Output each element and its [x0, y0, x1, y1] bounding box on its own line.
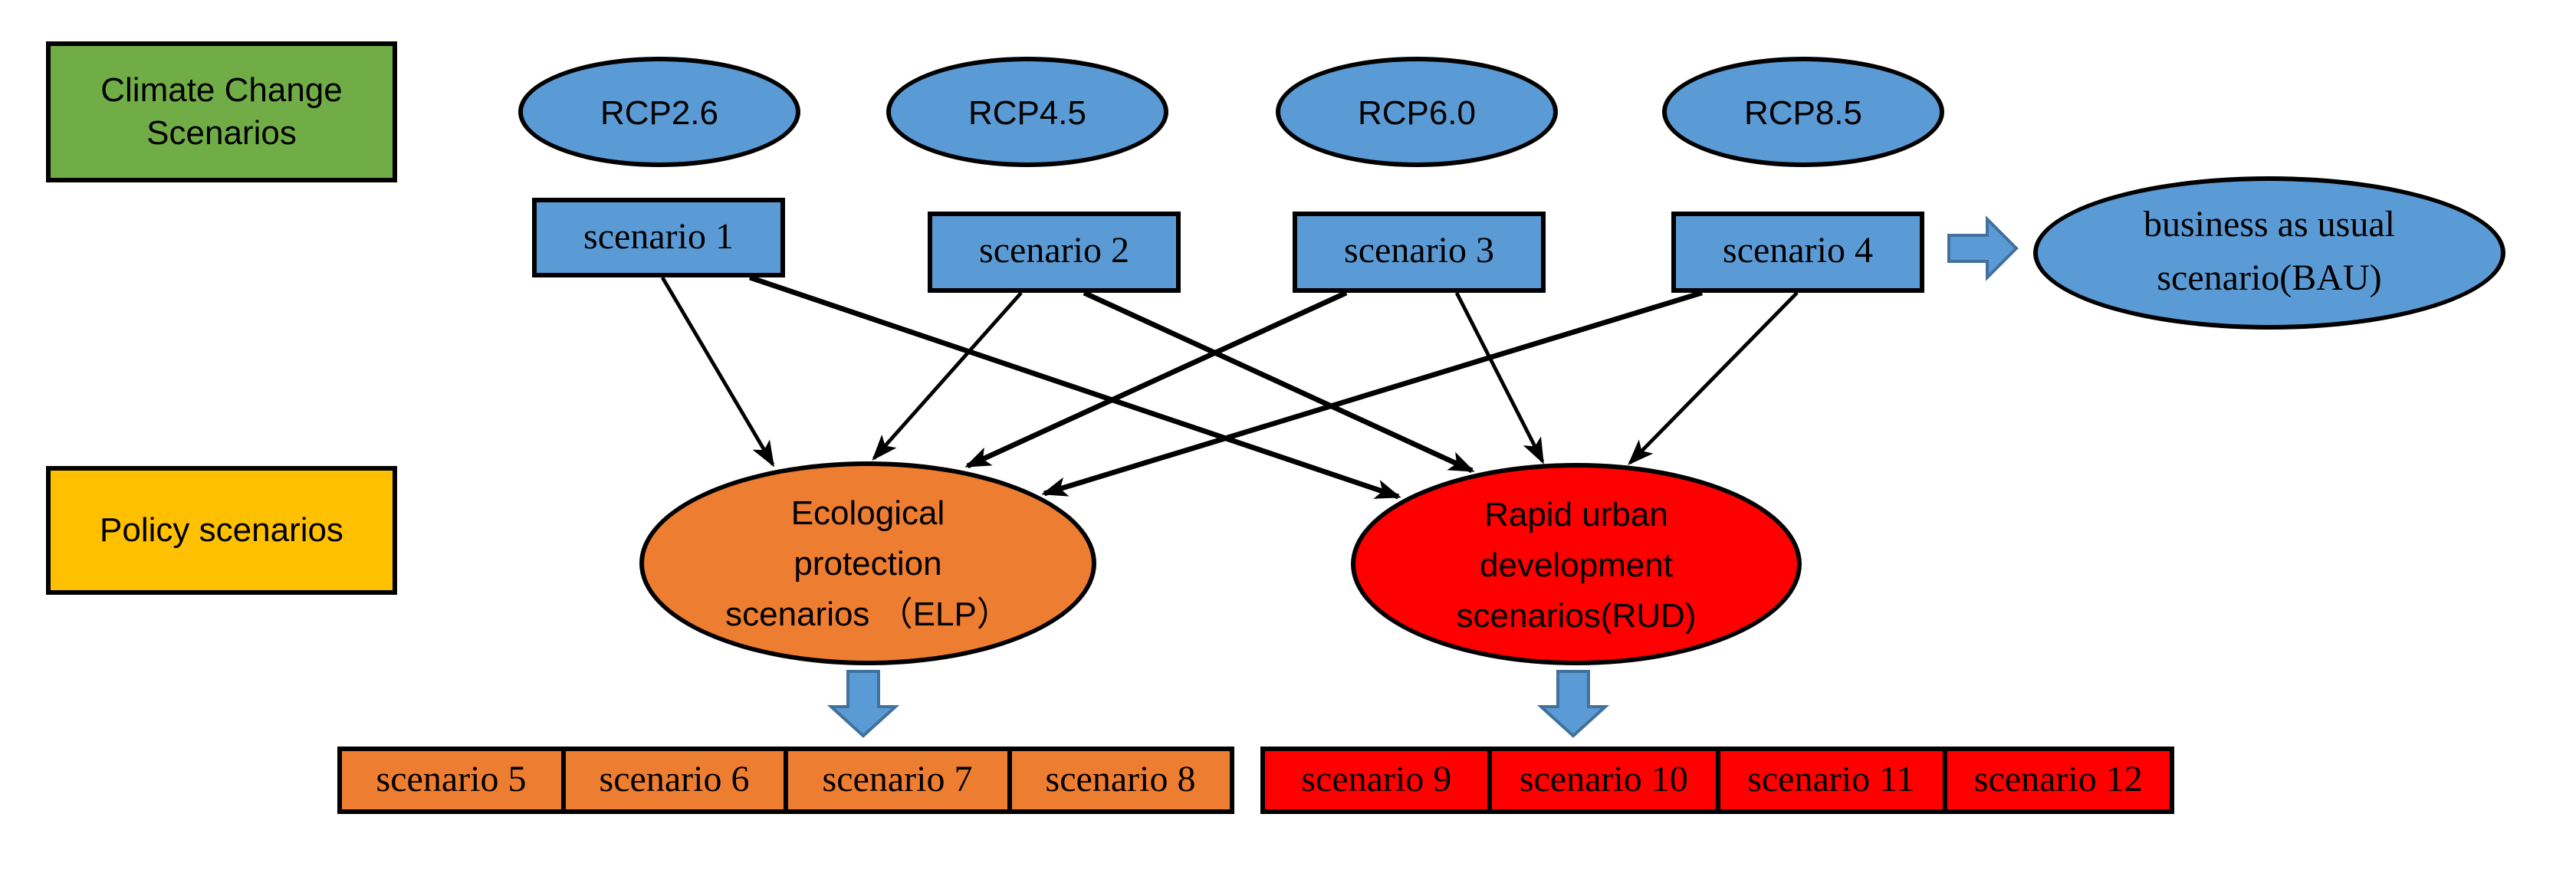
rcp85-label: RCP8.5 — [1743, 93, 1863, 131]
scenario-12-cell: scenario 12 — [1942, 751, 2170, 809]
scenario-2-label: scenario 2 — [979, 231, 1129, 271]
scenario-6-label: scenario 6 — [599, 760, 750, 799]
arrow-scenario3-to-elp — [964, 290, 1348, 469]
scenario-9-cell: scenario 9 — [1265, 751, 1488, 809]
rcp26-label: RCP2.6 — [600, 93, 719, 131]
rcp26-ellipse: RCP2.6 — [518, 57, 800, 167]
scenario-2-box: scenario 2 — [928, 212, 1181, 293]
rcp60-ellipse: RCP6.0 — [1276, 57, 1558, 167]
policy-box-label: Policy scenarios — [100, 510, 343, 549]
down-block-arrow-elp — [826, 670, 900, 738]
bau-line1: business as usual — [2144, 205, 2395, 246]
rcp85-ellipse: RCP8.5 — [1662, 57, 1944, 167]
scenario-3-label: scenario 3 — [1344, 231, 1494, 271]
scenario-9-label: scenario 9 — [1301, 760, 1452, 799]
scenario-8-cell: scenario 8 — [1007, 751, 1230, 809]
climate-box-line1: Climate Change — [100, 70, 343, 109]
elp-ellipse: Ecological protection scenarios （ELP） — [639, 461, 1096, 665]
scenario-6-cell: scenario 6 — [560, 751, 784, 809]
elp-line2: protection — [794, 544, 942, 583]
rcp45-label: RCP4.5 — [968, 93, 1087, 131]
scenario-7-label: scenario 7 — [822, 760, 973, 799]
scenario-12-label: scenario 12 — [1973, 760, 2143, 799]
right-block-arrow-to-bau — [1947, 215, 2019, 281]
scenario-3-box: scenario 3 — [1293, 212, 1546, 293]
scenario-10-label: scenario 10 — [1519, 760, 1688, 799]
climate-change-scenarios-box: Climate Change Scenarios — [46, 41, 397, 182]
arrow-scenario2-to-rud — [1083, 290, 1475, 474]
rud-line1: Rapid urban — [1484, 494, 1668, 533]
arrow-scenario3-to-rud — [1454, 291, 1545, 464]
scenario-5-cell: scenario 5 — [342, 751, 560, 809]
down-block-arrow-rud — [1536, 670, 1610, 738]
scenario-4-label: scenario 4 — [1723, 231, 1873, 271]
scenario-10-cell: scenario 10 — [1487, 751, 1716, 809]
scenario-1-label: scenario 1 — [583, 217, 734, 257]
policy-scenarios-box: Policy scenarios — [46, 466, 397, 595]
elp-scenarios-row: scenario 5 scenario 6 scenario 7 scenari… — [337, 747, 1234, 814]
scenario-7-cell: scenario 7 — [784, 751, 1007, 809]
arrow-scenario4-to-rud — [1628, 291, 1799, 465]
climate-box-line2: Scenarios — [146, 113, 297, 152]
arrow-scenario2-to-elp — [872, 291, 1023, 461]
scenario-8-label: scenario 8 — [1045, 760, 1196, 799]
scenario-1-box: scenario 1 — [532, 198, 785, 277]
scenario-5-label: scenario 5 — [376, 760, 527, 799]
rcp60-label: RCP6.0 — [1357, 93, 1477, 131]
scenario-11-label: scenario 11 — [1747, 760, 1915, 799]
elp-line3: scenarios （ELP） — [725, 595, 1010, 633]
rud-line3: scenarios(RUD) — [1456, 596, 1697, 634]
rud-line2: development — [1480, 545, 1673, 583]
scenario-4-box: scenario 4 — [1671, 212, 1924, 293]
rcp45-ellipse: RCP4.5 — [886, 57, 1168, 167]
rud-ellipse: Rapid urban development scenarios(RUD) — [1351, 463, 1802, 665]
bau-line2: scenario(BAU) — [2157, 259, 2382, 299]
bau-ellipse: business as usual scenario(BAU) — [2033, 176, 2505, 330]
rud-scenarios-row: scenario 9 scenario 10 scenario 11 scena… — [1260, 747, 2174, 814]
scenario-11-cell: scenario 11 — [1715, 751, 1943, 809]
elp-line1: Ecological — [790, 494, 945, 532]
arrow-scenario1-to-elp — [660, 276, 775, 468]
